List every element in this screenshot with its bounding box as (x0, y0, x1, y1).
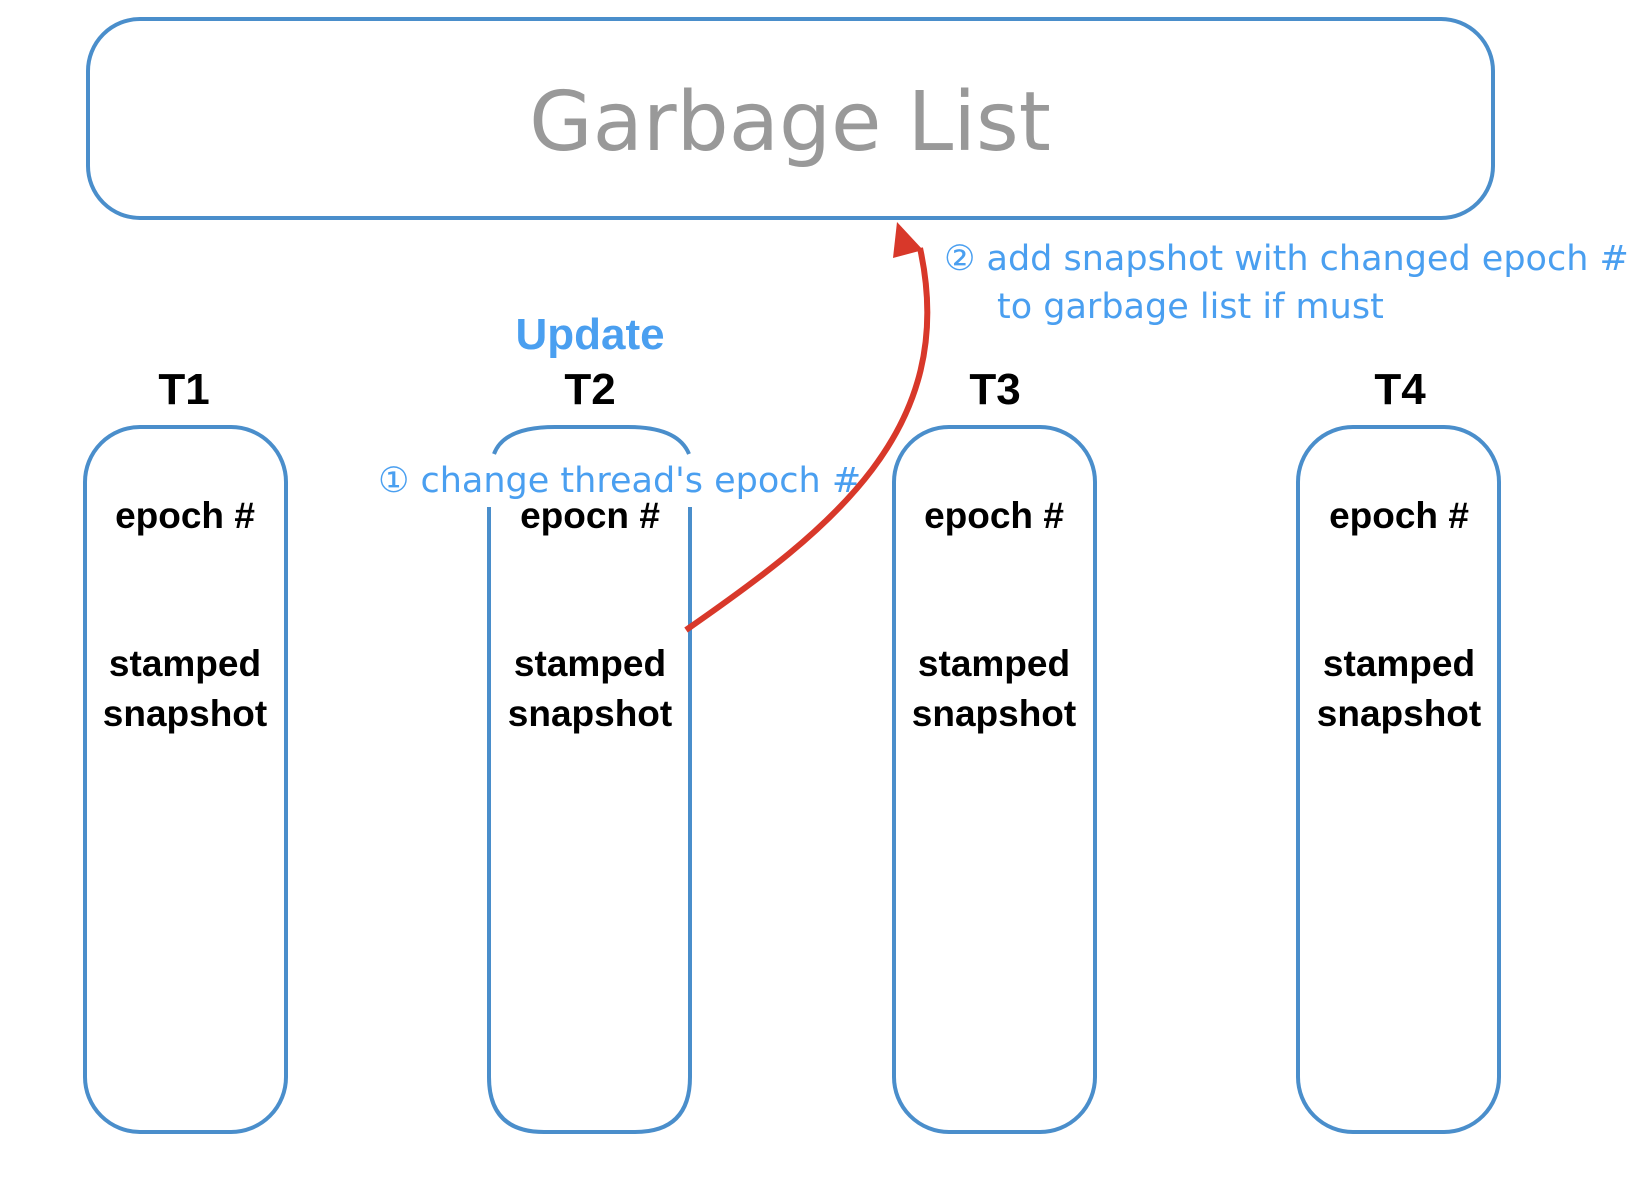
thread-box-body (487, 507, 692, 1134)
snapshot-field-line2: snapshot (1317, 693, 1481, 734)
update-label: Update (515, 310, 664, 359)
thread-box (83, 425, 288, 1134)
thread-t2: T2 epocn # stamped snapshot (487, 365, 692, 1134)
snapshot-field-line1: stamped (918, 643, 1070, 684)
snapshot-field-line1: stamped (1323, 643, 1475, 684)
thread-label: T3 (969, 365, 1020, 414)
thread-t3: T3 epoch # stamped snapshot (892, 365, 1097, 1134)
thread-label: T2 (564, 365, 615, 414)
snapshot-field-line2: snapshot (103, 693, 267, 734)
step1-note: ① change thread's epoch # (378, 461, 861, 501)
thread-t4: T4 epoch # stamped snapshot (1296, 365, 1501, 1134)
thread-box (1296, 425, 1501, 1134)
epoch-field: epoch # (924, 495, 1064, 536)
step2-note-line1: ② add snapshot with changed epoch # (944, 239, 1629, 279)
snapshot-field-line2: snapshot (912, 693, 1076, 734)
thread-box (892, 425, 1097, 1134)
thread-label: T4 (1374, 365, 1426, 414)
epoch-field: epocn # (520, 495, 660, 536)
arrow-line (684, 247, 931, 633)
step2-note-line2: to garbage list if must (997, 287, 1384, 327)
epoch-field: epoch # (115, 495, 255, 536)
arrow-head (893, 222, 923, 258)
snapshot-field-line1: stamped (109, 643, 261, 684)
epoch-field: epoch # (1329, 495, 1469, 536)
thread-label: T1 (158, 365, 209, 414)
thread-box-top-arc (492, 425, 691, 455)
thread-t1: T1 epoch # stamped snapshot (83, 365, 288, 1134)
garbage-list-title: Garbage List (529, 75, 1051, 170)
snapshot-field-line1: stamped (514, 643, 666, 684)
snapshot-field-line2: snapshot (508, 693, 672, 734)
garbage-list-box: Garbage List (86, 17, 1495, 220)
move-to-garbage-arrow (684, 222, 931, 633)
garbage-list-border (86, 17, 1495, 220)
